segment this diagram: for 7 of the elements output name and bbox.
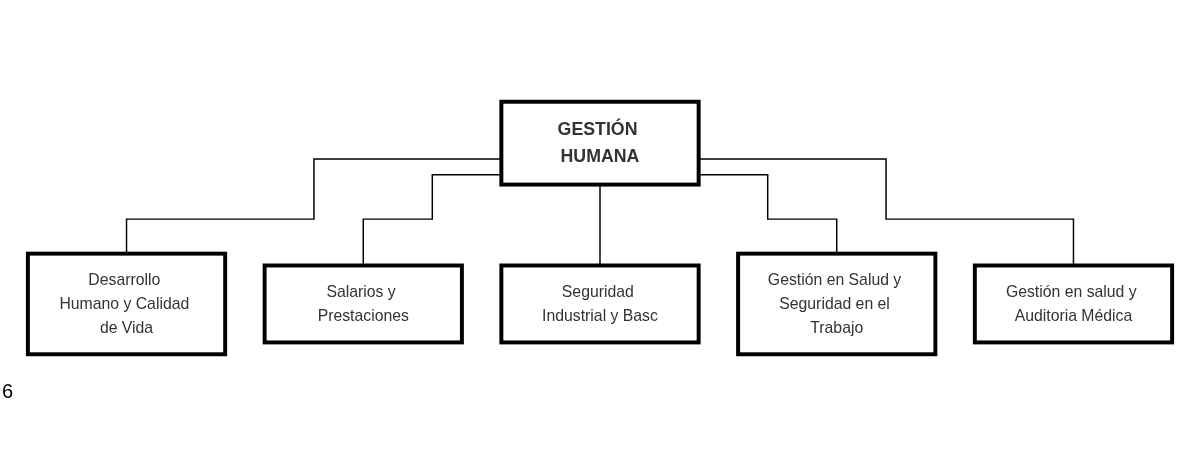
node-box: Seguridad Industrial y Basc [499, 263, 701, 345]
node-box: Gestión en Salud y Seguridad en el Trabajo [736, 251, 938, 357]
node-box: Salarios y Prestaciones [262, 263, 464, 345]
page-number: 6 [2, 380, 14, 403]
node-box: Desarrollo Humano y Calidad de Vida [25, 251, 228, 357]
node-box: GESTIÓN HUMANA [499, 99, 701, 187]
node-box: Gestión en salud y Auditoria Médica [972, 263, 1175, 345]
